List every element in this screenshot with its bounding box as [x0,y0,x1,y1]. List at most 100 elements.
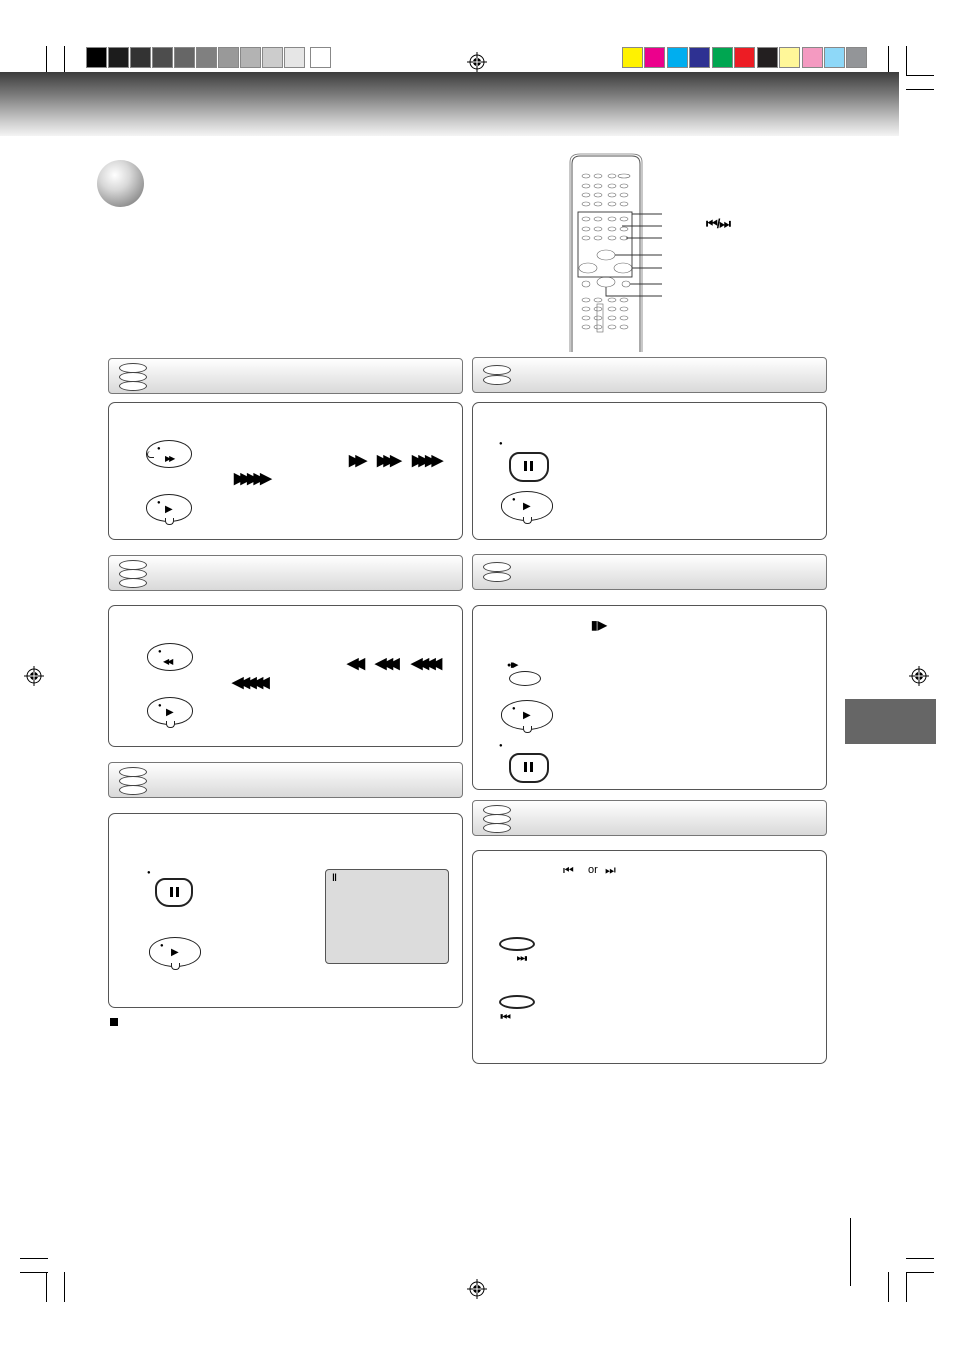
disc-icon [483,562,511,572]
color-swatch [712,47,733,68]
color-swatch [622,47,643,68]
ff-speed-5x: ▶▶▶▶▶ [234,470,272,487]
slow-button-label: ●▮▶ [507,662,519,669]
gray-swatch [310,47,331,68]
gray-swatch [174,47,195,68]
gray-swatch [86,47,107,68]
skip-previous-icon: ▮◀◀ [500,1014,510,1020]
dot-marker: ● [158,703,162,709]
play-icon: ▶ [523,710,531,721]
fr-speed-5x: ◀◀◀◀◀ [232,674,270,691]
ff-speed-3x: ▶▶▶ [377,452,402,469]
skip-previous-symbol: ⏮ [563,863,574,877]
fast-forward-header [108,358,463,394]
registration-mark-icon [467,52,487,72]
fast-forward-panel: ● ▶▶ ▶▶ ▶▶▶ ▶▶▶▶ ▶▶▶▶▶ ● ▶ [108,402,463,540]
remote-callout-label: ⏮/⏭ [706,216,731,231]
slow-motion-panel: ▮▶ ●▮▶ ● ▶ ● [472,605,827,790]
crop-mark [906,1272,934,1273]
registration-mark-icon [467,1279,487,1299]
header-band [0,72,899,136]
gray-swatch [108,47,129,68]
remote-control-illustration [569,153,662,352]
crop-mark [46,1272,47,1302]
dot-marker: ● [512,497,516,503]
gray-swatch [130,47,151,68]
color-swatch [824,47,845,68]
gray-swatch [152,47,173,68]
still-playback-panel: ● ● ▶ ‖ [108,813,463,1008]
dot-marker: ● [158,649,162,655]
play-button[interactable]: ● ▶ [501,700,553,733]
gray-swatch [262,47,283,68]
ff-speed-2x: ▶▶ [349,452,367,469]
play-button[interactable]: ● ▶ [501,491,553,524]
side-tab [845,699,936,744]
registration-mark-icon [909,666,929,686]
fast-reverse-button[interactable]: ● ◀◀ [147,643,193,671]
crop-mark [888,1272,889,1302]
crop-mark [20,1258,48,1259]
fr-speed-2x: ◀◀ [347,655,365,672]
pause-panel: ● ● ▶ [472,402,827,540]
slow-motion-header [472,554,827,590]
crop-mark [64,46,65,76]
color-swatch [667,47,688,68]
skip-next-icon: ▶▶▮ [517,956,527,962]
crop-mark [906,1272,907,1302]
ff-speed-4x: ▶▶▶▶ [412,452,443,469]
play-icon: ▶ [523,501,531,512]
title-bullet-sphere [97,160,144,207]
pause-button[interactable] [509,452,549,482]
dot-marker: ● [160,943,164,949]
play-icon: ▶ [166,707,174,718]
pause-header [472,357,827,393]
fast-reverse-panel: ● ◀◀ ◀◀ ◀◀◀ ◀◀◀◀ ◀◀◀◀◀ ● ▶ [108,605,463,747]
pause-indicator-icon: ‖ [332,873,337,884]
dot-marker: ● [499,441,503,447]
skip-header [472,800,827,836]
disc-icon [483,375,511,385]
skip-next-button[interactable] [499,937,535,951]
crop-mark [906,75,934,76]
crop-mark [906,89,934,90]
disc-icon [483,365,511,375]
fast-reverse-header [108,555,463,591]
skip-panel: ⏮ or ⏭ ▶▶▮ ▮◀◀ [472,850,827,1064]
fast-forward-icon: ▶▶ [165,454,175,463]
still-playback-header [108,762,463,798]
play-icon: ▶ [171,947,179,958]
disc-icon [483,572,511,582]
pause-button[interactable] [509,753,549,783]
play-button[interactable]: ● ▶ [146,494,192,525]
disc-icon [119,578,147,588]
fast-reverse-icon: ◀◀ [163,657,173,666]
dot-marker: ● [157,500,161,506]
disc-icon [483,823,511,833]
crop-mark [64,1272,65,1302]
pause-icon [524,762,527,772]
note-bullet [110,1018,118,1026]
color-swatch [734,47,755,68]
color-swatch [644,47,665,68]
crop-mark [888,46,889,76]
play-button[interactable]: ● ▶ [149,937,201,970]
dot-marker: ● [499,743,503,749]
gray-swatch [284,47,305,68]
dot-marker: ● [512,706,516,712]
registration-mark-icon [24,666,44,686]
crop-mark [46,46,47,76]
disc-icon [119,381,147,391]
still-screen-display: ‖ [325,869,449,964]
skip-previous-button[interactable] [499,995,535,1009]
slow-button[interactable] [509,671,541,686]
crop-mark [906,46,907,76]
pause-icon [170,887,173,897]
color-swatch [689,47,710,68]
play-button[interactable]: ● ▶ [147,697,193,728]
dot-marker: ● [147,870,151,876]
pause-button[interactable] [155,878,193,907]
crop-mark [20,1272,48,1273]
fast-forward-button[interactable]: ● ▶▶ [146,440,192,468]
gray-swatch [240,47,261,68]
